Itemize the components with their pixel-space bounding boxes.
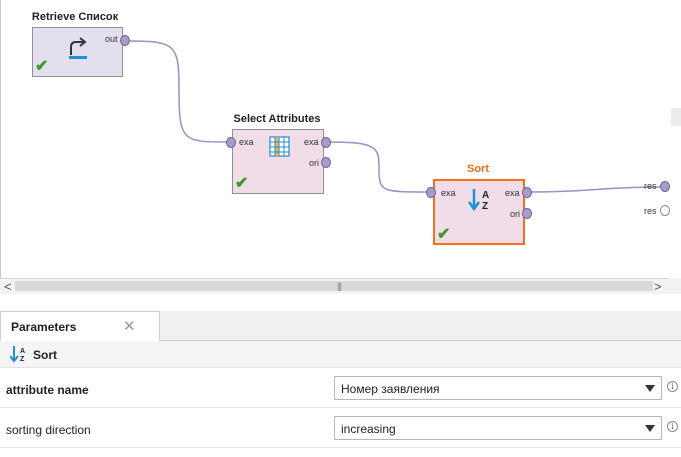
sort-az-icon: A Z (468, 189, 489, 212)
info-icon[interactable]: i (667, 381, 678, 392)
select-input-port[interactable] (226, 137, 236, 148)
result-port-label-1: res (644, 181, 657, 191)
parameters-panel: A Z Sort attribute name Номер заявления … (0, 341, 681, 457)
wire-retrieve-select (129, 40, 230, 143)
check-icon: ✔ (437, 226, 451, 243)
select-output-port-exa[interactable] (321, 137, 331, 148)
param-label: attribute name (6, 383, 89, 397)
sort-az-icon: A Z (10, 346, 25, 363)
tab-parameters-label: Parameters (11, 320, 77, 334)
attribute-name-dropdown[interactable]: Номер заявления (334, 376, 662, 400)
svg-text:A: A (482, 190, 489, 201)
process-canvas[interactable]: Retrieve Список ✔ out Select Attributes … (0, 0, 681, 278)
chevron-down-icon[interactable] (645, 425, 655, 432)
scroll-corner (669, 278, 681, 294)
dropdown-value: increasing (341, 422, 396, 436)
port-label-out: out (105, 34, 118, 44)
sort-operator[interactable]: A Z ✔ exa exa ori (433, 179, 525, 245)
port-label-exa-in: exa (239, 137, 254, 147)
port-label-exa-out: exa (505, 188, 520, 198)
select-attributes-operator[interactable]: ✔ exa exa ori (232, 129, 324, 194)
result-port-1[interactable] (660, 181, 670, 192)
info-icon[interactable]: i (667, 421, 678, 432)
close-icon[interactable]: ✕ (123, 318, 136, 335)
svg-text:Z: Z (482, 201, 488, 212)
wire-sort-result (529, 186, 662, 193)
wire-select-sort (328, 141, 430, 193)
sorting-direction-dropdown[interactable]: increasing (334, 416, 662, 440)
tab-parameters[interactable]: Parameters ✕ (0, 311, 160, 342)
svg-text:Z: Z (20, 356, 25, 363)
sort-input-port[interactable] (426, 187, 436, 198)
selected-operator-name: Sort (33, 348, 57, 362)
horizontal-scrollbar[interactable]: < ||| > (0, 278, 669, 294)
panel-gap (0, 294, 681, 312)
result-port-label-2: res (644, 206, 657, 216)
scroll-right-arrow[interactable]: > (654, 279, 662, 294)
port-label-ori: ori (510, 209, 521, 219)
scroll-left-arrow[interactable]: < (4, 279, 12, 294)
check-icon: ✔ (35, 58, 49, 75)
scrollbar-grip: ||| (337, 281, 342, 291)
select-attributes-icon (269, 136, 290, 157)
svg-text:A: A (20, 348, 25, 355)
param-label: sorting direction (6, 423, 91, 437)
result-port-2[interactable] (660, 205, 670, 216)
select-attributes-title: Select Attributes (233, 113, 321, 125)
sort-output-port-ori[interactable] (522, 208, 532, 219)
check-icon: ✔ (235, 175, 249, 192)
retrieve-operator[interactable]: ✔ out (32, 27, 123, 77)
dropdown-value: Номер заявления (341, 382, 440, 396)
sort-title: Sort (467, 163, 489, 175)
selected-operator-header: A Z Sort (0, 341, 681, 368)
retrieve-icon (69, 37, 87, 59)
scrollbar-thumb[interactable] (15, 281, 653, 291)
select-output-port-ori[interactable] (321, 157, 331, 168)
sort-output-port-exa[interactable] (522, 187, 532, 198)
connection-wires (129, 40, 662, 193)
port-label-exa-in: exa (441, 188, 456, 198)
panel-tab-strip: Parameters ✕ (0, 311, 681, 342)
param-row-sorting-direction: sorting direction increasing i (0, 408, 681, 448)
vertical-scroll-grip[interactable] (671, 108, 681, 126)
port-label-ori: ori (309, 158, 320, 168)
port-label-exa-out: exa (304, 137, 319, 147)
retrieve-output-port[interactable] (120, 35, 130, 46)
retrieve-title: Retrieve Список (31, 11, 119, 23)
param-row-attribute-name: attribute name Номер заявления i (0, 368, 681, 408)
chevron-down-icon[interactable] (645, 385, 655, 392)
